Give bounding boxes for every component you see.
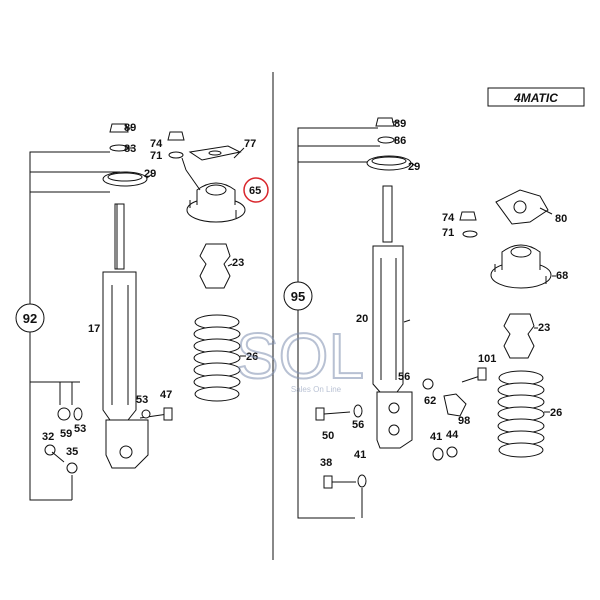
label-r80: 80 — [555, 213, 567, 225]
left-nut-53 — [141, 409, 151, 419]
label-29: 29 — [144, 168, 156, 180]
label-71: 71 — [150, 150, 162, 162]
watermark: SOL Sales On Line — [235, 319, 365, 394]
right-washer-86 — [377, 136, 395, 144]
right-labels: 89 86 29 74 71 80 68 20 23 101 56 62 98 … — [320, 118, 568, 469]
label-r26: 26 — [550, 407, 562, 419]
left-labels: 89 83 29 74 71 77 65 23 17 26 53 47 59 5… — [42, 122, 261, 458]
left-panel — [29, 123, 246, 501]
right-bolt-101 — [461, 367, 487, 383]
label-r20: 20 — [356, 313, 368, 325]
right-washer-41b — [357, 474, 367, 488]
right-group-badge: 95 — [283, 281, 313, 311]
left-group-badge: 92 — [15, 303, 45, 333]
label-89: 89 — [124, 122, 136, 134]
right-boot-26 — [497, 370, 545, 458]
label-r101: 101 — [478, 353, 496, 365]
right-bolt-50 — [315, 407, 351, 421]
label-r41a: 41 — [430, 431, 442, 443]
watermark-main: SOL — [236, 320, 364, 392]
left-washer-71 — [168, 151, 184, 159]
label-r74: 74 — [442, 212, 455, 224]
label-74: 74 — [150, 138, 163, 150]
right-nut-44 — [446, 446, 458, 458]
label-65: 65 — [249, 185, 261, 197]
left-nut-35 — [66, 462, 78, 474]
label-35: 35 — [66, 446, 78, 458]
left-nut-89 — [109, 123, 129, 133]
label-53a: 53 — [136, 394, 148, 406]
label-r23: 23 — [538, 322, 550, 334]
left-strut-rod — [114, 203, 125, 270]
right-group-label: 95 — [291, 289, 305, 304]
left-washer-53b — [73, 407, 83, 421]
label-r71: 71 — [442, 227, 454, 239]
right-washer-41a — [432, 447, 444, 461]
right-bumpstop-23 — [503, 313, 535, 359]
right-nut-74 — [459, 211, 477, 221]
label-r86: 86 — [394, 135, 406, 147]
left-strut-body — [102, 271, 137, 421]
right-group-bracket — [297, 127, 378, 519]
label-r62: 62 — [424, 395, 436, 407]
label-53b: 53 — [74, 423, 86, 435]
left-nut-74 — [167, 131, 185, 141]
label-59: 59 — [60, 428, 72, 440]
label-r29: 29 — [408, 161, 420, 173]
left-knuckle — [105, 419, 149, 469]
right-nut-56a — [422, 378, 434, 390]
right-washer-71 — [462, 230, 478, 238]
watermark-sub: Sales On Line — [291, 385, 342, 394]
label-r56b: 56 — [352, 419, 364, 431]
right-bolt-38 — [323, 475, 356, 489]
label-r44: 44 — [446, 429, 459, 441]
left-bolt-32 — [44, 444, 65, 463]
left-clamp-29 — [102, 171, 148, 187]
right-nut-89 — [375, 117, 395, 127]
left-group-label: 92 — [23, 311, 37, 326]
label-r68: 68 — [556, 270, 568, 282]
label-23: 23 — [232, 257, 244, 269]
label-r41b: 41 — [354, 449, 366, 461]
right-washer-56b — [353, 404, 363, 418]
right-lower-bracket — [376, 391, 413, 449]
left-plate-77 — [188, 145, 242, 161]
right-bracket-98 — [443, 393, 467, 417]
label-r38: 38 — [320, 457, 332, 469]
label-26: 26 — [246, 351, 258, 363]
right-strut-rod — [382, 185, 393, 243]
4matic-badge: 4MATIC — [487, 87, 585, 107]
highlight-circle-65 — [243, 177, 269, 203]
right-bracket-80 — [495, 189, 549, 225]
label-r98: 98 — [458, 415, 470, 427]
right-panel — [297, 117, 556, 519]
badge-text: 4MATIC — [513, 91, 558, 105]
label-r89: 89 — [394, 118, 406, 130]
label-32: 32 — [42, 431, 54, 443]
left-boot-26 — [193, 314, 241, 402]
label-17: 17 — [88, 323, 100, 335]
label-83: 83 — [124, 143, 136, 155]
label-47: 47 — [160, 389, 172, 401]
left-nut-59 — [57, 407, 71, 421]
label-r56a: 56 — [398, 371, 410, 383]
label-r50: 50 — [322, 430, 334, 442]
left-bumpstop-23 — [199, 243, 231, 289]
label-77: 77 — [244, 138, 256, 150]
